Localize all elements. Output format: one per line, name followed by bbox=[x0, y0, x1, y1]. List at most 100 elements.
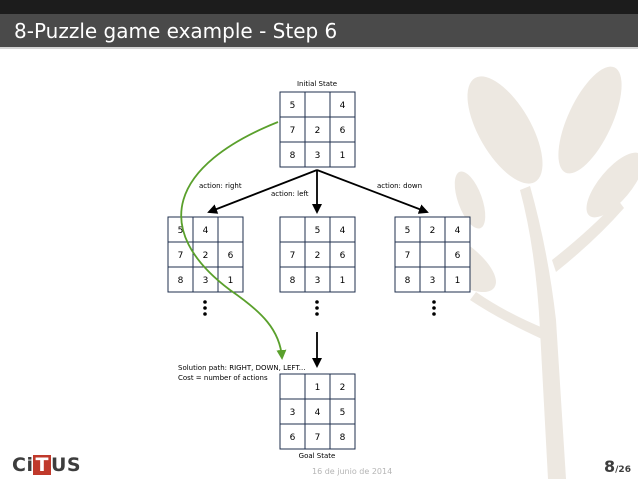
arrow-right bbox=[207, 169, 318, 214]
grid-cell bbox=[279, 373, 306, 400]
grid-cell-value: 6 bbox=[228, 251, 234, 261]
grid-cell-value: 1 bbox=[455, 276, 461, 286]
grid-cell-value: 7 bbox=[178, 251, 184, 261]
ellipsis-middle bbox=[315, 300, 319, 316]
goal-grid: 1 2 3 4 5 6 7 8 bbox=[279, 373, 356, 450]
logo-suffix: US bbox=[50, 454, 82, 476]
grid-cell bbox=[279, 91, 306, 118]
grid-cell-value: 3 bbox=[315, 276, 321, 286]
grid-cell-value: 2 bbox=[340, 383, 346, 393]
grid-cell bbox=[329, 141, 356, 168]
grid-cell bbox=[217, 216, 244, 243]
grid-cell-value: 6 bbox=[340, 126, 346, 136]
grid-cell bbox=[444, 216, 471, 243]
grid-cell bbox=[419, 241, 446, 268]
page-number: 8/26 bbox=[604, 457, 631, 476]
grid-cell-value: 1 bbox=[340, 151, 346, 161]
ellipsis-right bbox=[432, 300, 436, 316]
grid-cell-value: 5 bbox=[178, 226, 184, 236]
grid-cell-value: 1 bbox=[315, 383, 321, 393]
initial-state-label: Initial State bbox=[297, 80, 337, 88]
grid-cell-value: 7 bbox=[290, 126, 296, 136]
title-bar: 8-Puzzle game example - Step 6 bbox=[0, 14, 638, 49]
action-left-label: action: left bbox=[271, 190, 309, 198]
grid-cell-value: 8 bbox=[340, 433, 346, 443]
grid-cell bbox=[329, 266, 356, 293]
grid-cell-value: 3 bbox=[290, 408, 296, 418]
grid-cell bbox=[192, 266, 219, 293]
solution-path-arrow bbox=[180, 121, 287, 360]
grid-cell-value: 1 bbox=[228, 276, 234, 286]
top-bar bbox=[0, 0, 638, 14]
grid-cell bbox=[304, 91, 331, 118]
child-right-grid: 5 4 7 2 6 8 3 1 bbox=[167, 216, 244, 293]
grid-cell bbox=[304, 398, 331, 425]
grid-cell-value: 5 bbox=[290, 101, 296, 111]
solution-path-text: Solution path: RIGHT, DOWN, LEFT... bbox=[178, 364, 305, 372]
logo-mark: T bbox=[33, 454, 51, 476]
grid-cell-value: 7 bbox=[290, 251, 296, 261]
grid-cell bbox=[217, 241, 244, 268]
grid-cell-value: 2 bbox=[315, 126, 321, 136]
grid-cell bbox=[329, 398, 356, 425]
slide-title: 8-Puzzle game example - Step 6 bbox=[14, 19, 338, 43]
grid-cell-value: 1 bbox=[340, 276, 346, 286]
grid-cell bbox=[444, 241, 471, 268]
grid-cell-value: 6 bbox=[340, 251, 346, 261]
grid-cell-value: 4 bbox=[340, 226, 346, 236]
grid-cell-value: 6 bbox=[455, 251, 461, 261]
grid-cell-value: 8 bbox=[405, 276, 411, 286]
page-current: 8 bbox=[604, 457, 616, 476]
grid-cell-value: 4 bbox=[315, 408, 321, 418]
grid-cell-value: 3 bbox=[430, 276, 436, 286]
cost-text: Cost = number of actions bbox=[178, 374, 268, 382]
action-down-label: action: down bbox=[377, 182, 422, 190]
arrow-down bbox=[316, 169, 429, 214]
grid-cell bbox=[329, 116, 356, 143]
grid-cell bbox=[304, 116, 331, 143]
grid-cell-value: 3 bbox=[315, 151, 321, 161]
grid-cell-value: 4 bbox=[340, 101, 346, 111]
grid-cell-value: 5 bbox=[405, 226, 411, 236]
grid-cell bbox=[192, 241, 219, 268]
action-right-label: action: right bbox=[199, 182, 242, 190]
grid-cell-value: 8 bbox=[290, 151, 296, 161]
grid-cell bbox=[444, 266, 471, 293]
child-left-grid: 5 4 7 2 6 8 3 1 bbox=[279, 216, 356, 293]
grid-cell-value: 5 bbox=[315, 226, 321, 236]
grid-cell-value: 4 bbox=[203, 226, 209, 236]
grid-cell bbox=[329, 216, 356, 243]
grid-cell bbox=[329, 423, 356, 450]
grid-cell bbox=[167, 216, 194, 243]
grid-cell bbox=[304, 266, 331, 293]
grid-cell-value: 8 bbox=[178, 276, 184, 286]
ellipsis-left bbox=[203, 300, 207, 316]
grid-cell bbox=[329, 241, 356, 268]
grid-cell-value: 5 bbox=[340, 408, 346, 418]
grid-cell bbox=[394, 266, 421, 293]
grid-cell bbox=[279, 266, 306, 293]
grid-cell bbox=[279, 116, 306, 143]
grid-cell-value: 2 bbox=[315, 251, 321, 261]
slide-date: 16 de junio de 2014 bbox=[312, 467, 393, 476]
page-total: /26 bbox=[615, 465, 631, 475]
grids: 5 4 7 2 6 8 3 1 5 4 7 2 6 8 3 1 5 4 7 2 6 8 3 1 5 2 4 7 6 8 3 1 1 2 3 4 5 6 7 8 bbox=[167, 91, 471, 450]
grid-cell bbox=[279, 216, 306, 243]
grid-cell bbox=[279, 423, 306, 450]
grid-cell-value: 7 bbox=[315, 433, 321, 443]
child-down-grid: 5 2 4 7 6 8 3 1 bbox=[394, 216, 471, 293]
goal-state-label: Goal State bbox=[299, 452, 336, 460]
grid-cell-value: 2 bbox=[203, 251, 209, 261]
initial-grid: 5 4 7 2 6 8 3 1 bbox=[279, 91, 356, 168]
grid-cell-value: 8 bbox=[290, 276, 296, 286]
grid-cell-value: 7 bbox=[405, 251, 411, 261]
grid-cell bbox=[192, 216, 219, 243]
grid-cell-value: 6 bbox=[290, 433, 296, 443]
grid-cell bbox=[167, 266, 194, 293]
grid-cell bbox=[304, 241, 331, 268]
grid-cell-value: 2 bbox=[430, 226, 436, 236]
grid-cell-value: 3 bbox=[203, 276, 209, 286]
grid-cell-value: 4 bbox=[455, 226, 461, 236]
